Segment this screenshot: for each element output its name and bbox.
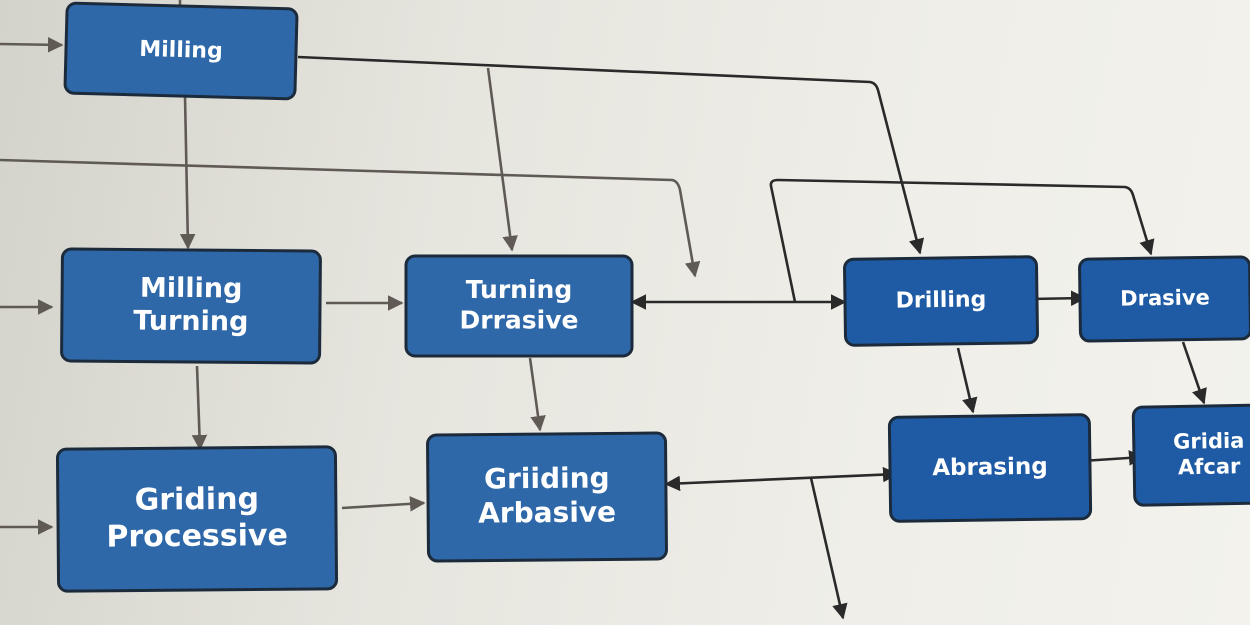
node-abrasing: Abrasing xyxy=(887,413,1093,523)
node-label-milling-turning-2: Turning xyxy=(133,305,248,337)
node-box-milling-turning xyxy=(60,247,322,365)
connector-milling-to-milling-turning xyxy=(179,95,196,250)
node-box-drilling xyxy=(843,255,1039,347)
node-box-griiding-arbasive xyxy=(426,431,668,563)
node-label-gridia-afcar-1: Gridia xyxy=(1173,429,1245,454)
connector-drilling-to-drasive xyxy=(1029,290,1087,307)
connector-milling-to-drilling xyxy=(297,55,925,255)
node-drasive: Drasive xyxy=(1078,255,1250,343)
node-label-abrasing-1: Abrasing xyxy=(932,454,1048,482)
node-label-milling-1: Milling xyxy=(139,37,223,64)
node-box-griding-processive xyxy=(55,445,339,593)
node-label-gridia-afcar-2: Afcar xyxy=(1178,454,1241,479)
connector-milling-turning-to-griding-processive xyxy=(191,365,208,451)
node-label-griiding-arbasive-1: Griiding xyxy=(484,461,610,495)
connector-griiding-arbasive-abrasing-bidirectional xyxy=(664,466,899,492)
node-milling: Milling xyxy=(63,1,299,101)
node-drilling: Drilling xyxy=(843,255,1039,347)
node-label-griiding-arbasive-2: Arbasive xyxy=(478,495,616,529)
connector-loop-to-drasive xyxy=(769,178,1155,303)
connector-long-horizontal-feed xyxy=(0,158,701,278)
connector-layer xyxy=(0,0,1207,620)
connector-milling-branch-to-turning-drrasive xyxy=(486,67,518,252)
connector-drilling-to-abrasing xyxy=(956,347,978,414)
node-box-turning-drrasive xyxy=(404,254,634,358)
node-label-turning-drrasive-2: Drrasive xyxy=(460,305,579,334)
connector-drasive-to-gridia-afcar xyxy=(1181,341,1207,405)
node-label-griding-processive-2: Processive xyxy=(106,518,288,555)
connector-into-milling xyxy=(0,36,64,53)
node-box-abrasing xyxy=(887,413,1093,523)
node-box-milling xyxy=(63,1,299,101)
connector-turning-drrasive-to-griiding-arbasive xyxy=(528,357,546,432)
connector-griding-processive-to-griiding-arbasive xyxy=(341,496,426,512)
node-label-drilling-1: Drilling xyxy=(895,287,986,313)
node-label-milling-turning-1: Milling xyxy=(140,273,243,305)
node-label-turning-drrasive-1: Turning xyxy=(466,275,573,304)
node-label-griding-processive-1: Griding xyxy=(135,482,260,518)
connector-down-exit xyxy=(809,477,848,620)
node-layer: MillingMillingTurningTurningDrrasiveGrid… xyxy=(55,1,1250,593)
node-box-gridia-afcar xyxy=(1131,403,1250,507)
node-label-drasive-1: Drasive xyxy=(1120,285,1210,310)
